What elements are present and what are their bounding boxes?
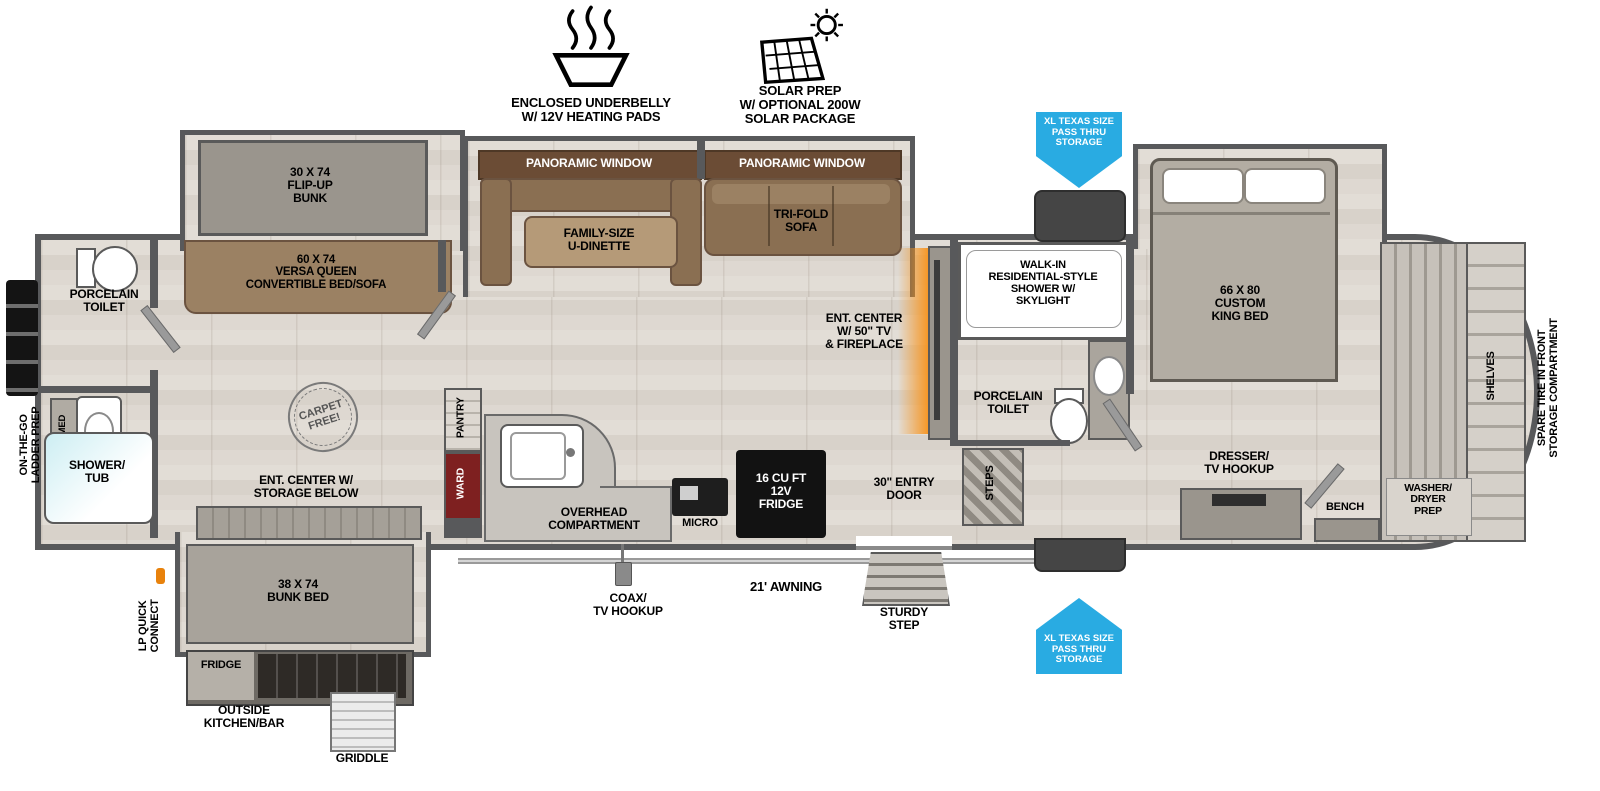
ward-label: WARD [454, 468, 467, 500]
shelves-unit [1466, 242, 1526, 542]
pantry-cabinet [444, 388, 482, 452]
flip-up-bunk-label: 30 X 74 FLIP-UP BUNK [287, 165, 333, 205]
rear-ladder [6, 280, 38, 396]
tv-screen [934, 260, 940, 420]
rear-toilet-label: PORCELAIN TOILET [69, 287, 139, 314]
fridge-12v [736, 450, 826, 538]
washer-dryer-label: WASHER/ DRYER PREP [1404, 482, 1452, 517]
walk-in-shower-label: WALK-IN RESIDENTIAL-STYLE SHOWER W/ SKYL… [988, 259, 1098, 307]
ladder-prep-label: ON-THE-GO LADDER PREP [18, 406, 42, 484]
rear-bath-wall-mid [41, 386, 150, 393]
griddle-label: GRIDDLE [335, 751, 389, 765]
bunk-bed [186, 544, 414, 644]
shower-tub [44, 432, 154, 524]
pass-thru-box-bottom [1034, 538, 1126, 572]
solar-prep-icon [759, 8, 843, 85]
bath-wall-bottom [958, 440, 1070, 446]
micro-label: MICRO [682, 517, 718, 529]
steps-label: STEPS [984, 465, 997, 501]
entry-door-slab [856, 546, 952, 550]
versa-queen-label: 60 X 74 VERSA QUEEN CONVERTIBLE BED/SOFA [245, 254, 387, 291]
bedroom-steps [962, 448, 1024, 526]
king-bed-pillow-left [1162, 168, 1244, 204]
dresser-tv [1212, 494, 1266, 506]
pass-thru-arrow-bottom: XL TEXAS SIZE PASS THRU STORAGE [1036, 598, 1122, 674]
bench-label: BENCH [1325, 501, 1365, 513]
bath-wall-left [950, 240, 958, 446]
rear-bath-wall-lower [150, 370, 158, 538]
coax-connector-body [615, 562, 632, 586]
coax-connector-icon [621, 544, 624, 562]
solar-label: SOLAR PREP W/ OPTIONAL 200W SOLAR PACKAG… [739, 83, 861, 127]
dinette-bench-top [480, 178, 702, 212]
front-toilet-bowl [1050, 398, 1088, 444]
sofa-divider-1 [768, 186, 770, 246]
bench [1314, 518, 1380, 542]
griddle-unit [330, 692, 396, 752]
shelves-label: SHELVES [1485, 351, 1498, 401]
pass-thru-arrow-top: XL TEXAS SIZE PASS THRU STORAGE [1036, 112, 1122, 188]
dinette-bench-left [480, 178, 512, 286]
sturdy-step-label: STURDY STEP [879, 605, 929, 632]
kitchen-counter-run [600, 486, 672, 542]
kitchen-wall-top [438, 240, 446, 292]
washer-dryer-area [1386, 478, 1472, 536]
shower-tub-label: SHOWER/ TUB [69, 458, 125, 485]
underbelly-label: ENCLOSED UNDERBELLY W/ 12V HEATING PADS [511, 95, 671, 125]
ent-center-fireplace-label: ENT. CENTER W/ 50" TV & FIREPLACE [825, 311, 903, 351]
coax-label: COAX/ TV HOOKUP [593, 591, 663, 618]
tri-fold-sofa-label: TRI-FOLD SOFA [773, 207, 829, 234]
entry-door-label: 30" ENTRY DOOR [873, 475, 935, 502]
spare-tire-label: SPARE TIRE IN FRONT STORAGE COMPARTMENT [1536, 318, 1560, 458]
ward-wall-stub [444, 518, 482, 538]
pass-thru-box-top [1034, 190, 1126, 242]
u-dinette-label: FAMILY-SIZE U-DINETTE [563, 226, 635, 253]
versa-queen-sofa [184, 240, 452, 314]
front-toilet-label: PORCELAIN TOILET [973, 389, 1043, 416]
walk-in-shower-pan [966, 250, 1122, 328]
panoramic-window-left-label: PANORAMIC WINDOW [526, 156, 652, 170]
pantry-label: PANTRY [454, 397, 467, 439]
fireplace-glow [898, 248, 928, 434]
outside-kitchen-label: OUTSIDE KITCHEN/BAR [203, 703, 285, 730]
panoramic-window-right-label: PANORAMIC WINDOW [739, 156, 865, 170]
awning-rail [458, 558, 1034, 564]
outside-cooktop [258, 654, 406, 698]
king-bed-fold-line [1152, 212, 1330, 215]
microwave-window [680, 486, 698, 500]
kitchen-sink-basin [510, 432, 566, 480]
awning-label: 21' AWNING [749, 579, 823, 594]
flip-up-bunk [198, 140, 428, 236]
bunk-bed-label: 38 X 74 BUNK BED [267, 577, 329, 604]
ent-center-storage-unit [196, 506, 422, 540]
walk-in-shower [958, 242, 1134, 340]
outside-fridge [188, 652, 254, 700]
bath-sink [1093, 356, 1125, 396]
sofa-back-cushion [712, 184, 890, 204]
sturdy-step [862, 552, 950, 606]
dresser-label: DRESSER/ TV HOOKUP [1204, 449, 1274, 476]
ent-center-storage-label: ENT. CENTER W/ STORAGE BELOW [253, 473, 359, 500]
overhead-label: OVERHEAD COMPARTMENT [548, 505, 640, 532]
enclosed-underbelly-icon [552, 5, 630, 88]
dinette-table [524, 216, 678, 268]
lp-connect-dot [156, 568, 165, 584]
rear-bath-wall-upper [150, 240, 158, 308]
rear-toilet-bowl [92, 246, 138, 292]
entry-door-gap [856, 536, 952, 546]
kitchen-faucet [566, 448, 575, 457]
lp-quick-label: LP QUICK CONNECT [137, 599, 161, 653]
ward-cabinet [444, 452, 482, 522]
sofa-divider-2 [832, 186, 834, 246]
king-bed-label: 66 X 80 CUSTOM KING BED [1211, 283, 1269, 323]
bath-wall-right [1126, 240, 1134, 394]
outside-fridge-label: FRIDGE [200, 659, 242, 671]
window-divider-wall [697, 141, 705, 179]
fridge-12v-label: 16 CU FT 12V FRIDGE [755, 471, 807, 511]
king-bed-pillow-right [1244, 168, 1326, 204]
